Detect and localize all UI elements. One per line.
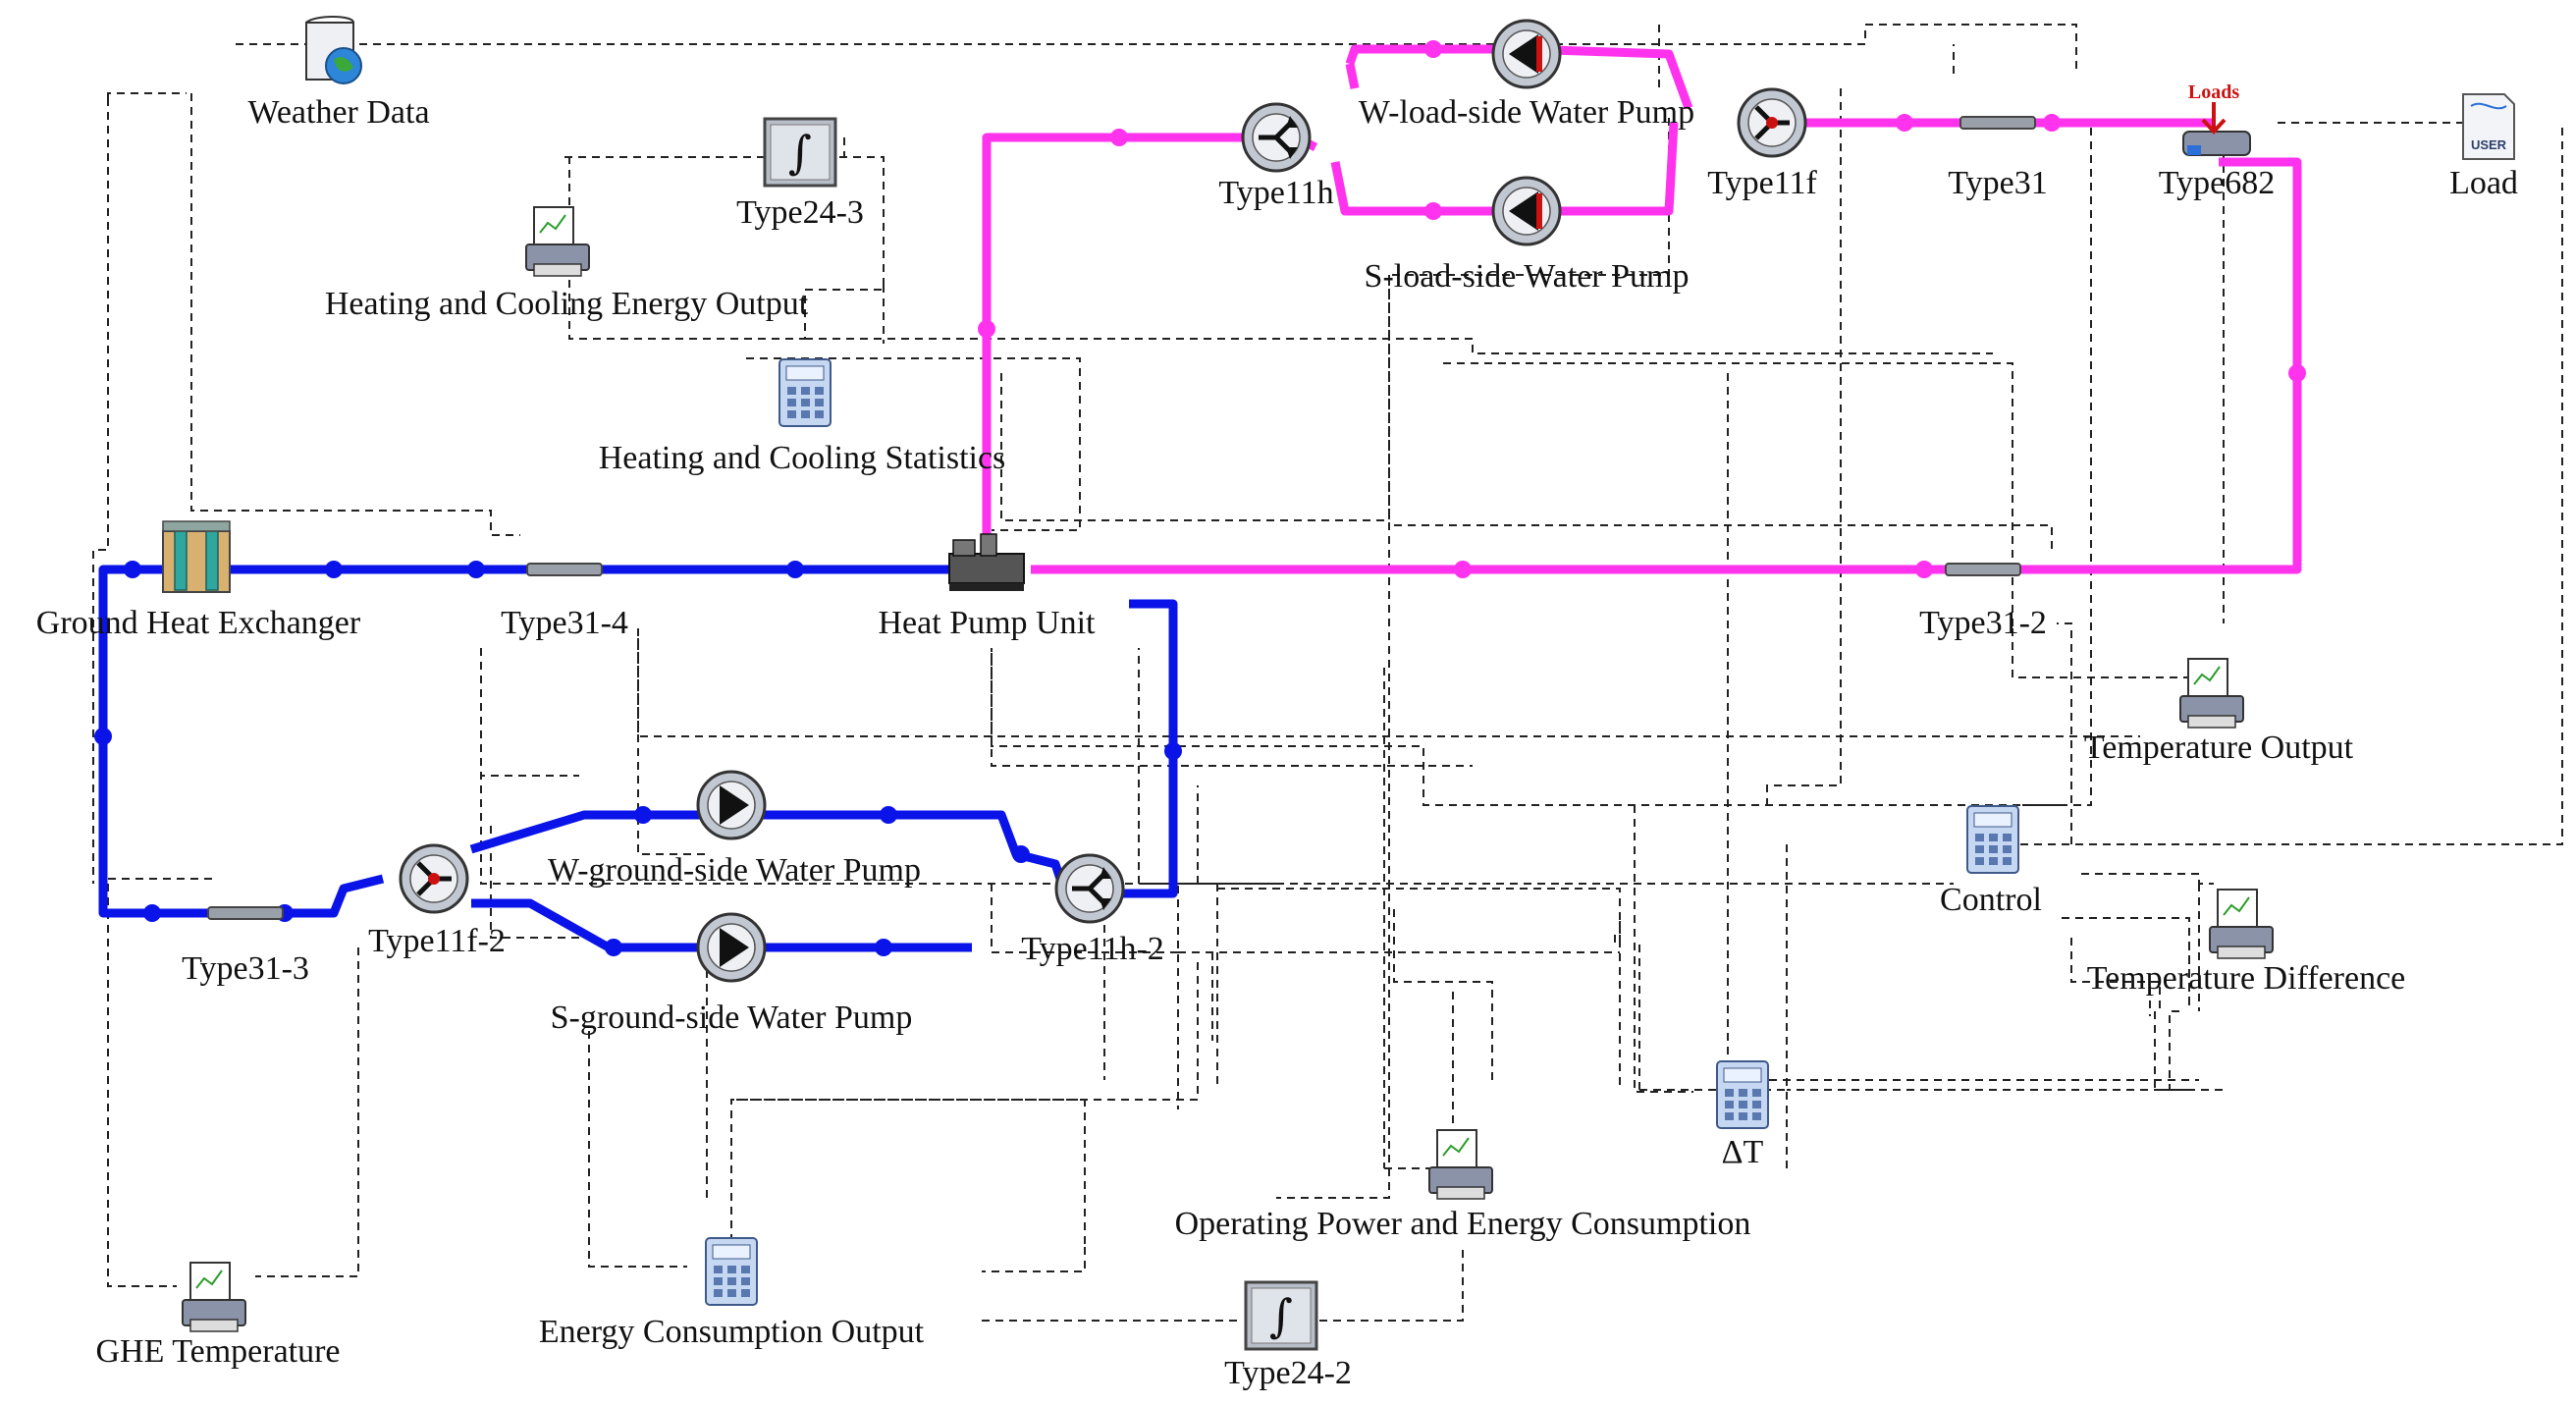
heating-cooling-energy-output-plotter-icon[interactable] <box>525 206 590 277</box>
s-load-side-pump-label: S-load-side Water Pump <box>1364 258 1690 295</box>
user-tag: USER <box>2471 137 2507 152</box>
type11h-label: Type11h <box>1218 175 1334 211</box>
type11h-diverter-icon[interactable] <box>1243 104 1310 171</box>
type31-2-label: Type31-2 <box>1919 605 2047 641</box>
type11h-2-diverter-icon[interactable] <box>1056 855 1123 922</box>
type24-2-integral-icon[interactable] <box>1244 1280 1318 1351</box>
ghe-temperature-label: GHE Temperature <box>95 1333 341 1370</box>
temperature-output-label: Temperature Output <box>2083 730 2354 766</box>
type31-label: Type31 <box>1948 165 2048 201</box>
heating-cooling-statistics-label: Heating and Cooling Statistics <box>598 440 1006 476</box>
control-calculator-icon[interactable] <box>1966 805 2019 874</box>
type31-3-pipe-icon[interactable] <box>207 906 284 920</box>
type11h-2-label: Type11h-2 <box>1021 931 1164 967</box>
type24-2-label: Type24-2 <box>1224 1355 1352 1391</box>
heat-pump-unit-component[interactable] <box>948 533 1025 591</box>
w-load-side-pump-icon[interactable] <box>1491 19 1562 89</box>
type11f-label: Type11f <box>1707 165 1817 201</box>
temperature-difference-label: Temperature Difference <box>2086 960 2406 997</box>
ground-heat-exchanger-component[interactable] <box>162 520 231 593</box>
control-connections <box>92 24 2563 1322</box>
load-file-component[interactable]: USER <box>2462 93 2515 160</box>
heating-cooling-statistics-calculator-icon[interactable] <box>778 358 832 427</box>
energy-consumption-output-label: Energy Consumption Output <box>538 1314 925 1350</box>
weather-data-label: Weather Data <box>247 94 430 131</box>
type31-4-label: Type31-4 <box>501 605 628 641</box>
type11f-2-label: Type11f-2 <box>368 923 506 959</box>
delta-t-label: ΔT <box>1721 1134 1764 1170</box>
w-ground-side-pump-label: W-ground-side Water Pump <box>547 852 922 889</box>
weather-data-component[interactable] <box>305 16 362 84</box>
temperature-difference-plotter-icon[interactable] <box>2209 889 2274 959</box>
heat-pump-unit-label: Heat Pump Unit <box>878 605 1096 641</box>
w-ground-side-pump-icon[interactable] <box>696 770 767 840</box>
type31-3-label: Type31-3 <box>182 950 309 987</box>
load-label: Load <box>2449 165 2518 201</box>
delta-t-calculator-icon[interactable] <box>1716 1060 1769 1129</box>
ground-flow-markers <box>94 561 1182 956</box>
type682-label: Type682 <box>2158 165 2276 201</box>
heating-cooling-energy-output-label: Heating and Cooling Energy Output <box>324 286 809 322</box>
ground-heat-exchanger-label: Ground Heat Exchanger <box>35 605 361 641</box>
type24-3-integral-icon[interactable] <box>763 117 837 188</box>
s-ground-side-pump-label: S-ground-side Water Pump <box>550 1000 913 1036</box>
loads-tag: Loads <box>2188 81 2239 103</box>
type682-component[interactable]: Loads <box>2182 81 2251 156</box>
temperature-output-plotter-icon[interactable] <box>2179 658 2244 729</box>
type31-4-pipe-icon[interactable] <box>526 563 603 576</box>
type31-pipe-icon[interactable] <box>1959 116 2036 130</box>
ghe-temperature-plotter-icon[interactable] <box>182 1262 246 1332</box>
type31-2-pipe-icon[interactable] <box>1945 563 2021 576</box>
operating-power-label: Operating Power and Energy Consumption <box>1174 1206 1751 1242</box>
control-label: Control <box>1940 882 2042 918</box>
operating-power-plotter-icon[interactable] <box>1428 1129 1493 1200</box>
type11f-mixer-icon[interactable] <box>1739 89 1805 156</box>
type11f-2-mixer-icon[interactable] <box>401 845 467 912</box>
s-ground-side-pump-icon[interactable] <box>696 912 767 983</box>
w-load-side-pump-label: W-load-side Water Pump <box>1358 94 1695 131</box>
load-flow-markers <box>978 40 2306 578</box>
energy-consumption-output-calculator-icon[interactable] <box>705 1237 758 1306</box>
s-load-side-pump-icon[interactable] <box>1491 176 1562 246</box>
type24-3-label: Type24-3 <box>736 194 864 231</box>
